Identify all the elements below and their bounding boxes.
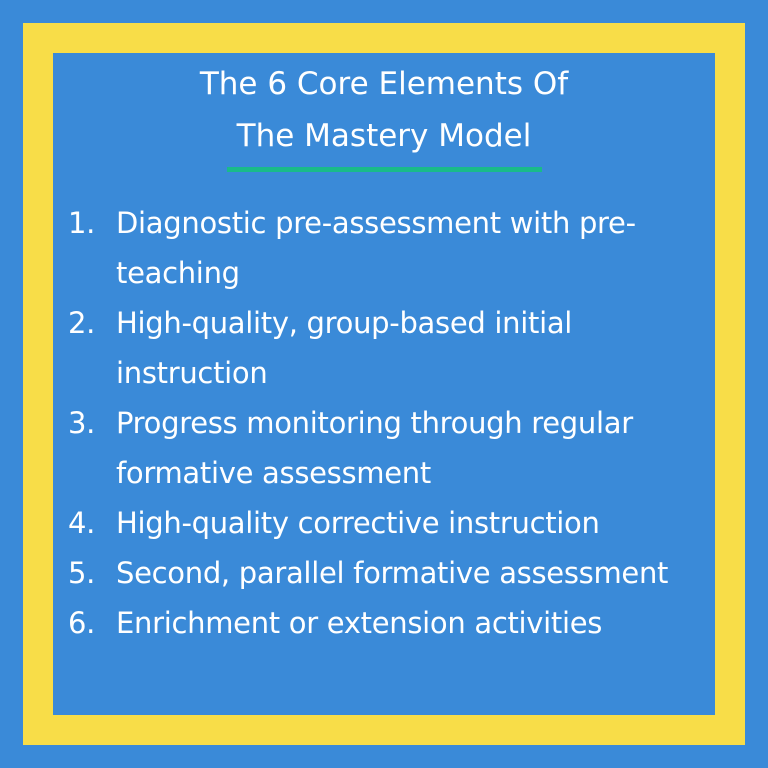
list-item: 3. Progress monitoring through regular fo… bbox=[68, 398, 708, 498]
inner-panel bbox=[53, 53, 715, 715]
list-item: 6. Enrichment or extension activities bbox=[68, 598, 708, 648]
title-line-2: The Mastery Model bbox=[236, 118, 532, 154]
item-number: 5. bbox=[68, 556, 96, 590]
item-text: Progress monitoring through regular form… bbox=[116, 406, 633, 490]
item-text: High-quality corrective instruction bbox=[116, 506, 600, 540]
item-text: Second, parallel formative assessment bbox=[116, 556, 669, 590]
list-item: 4. High-quality corrective instruction bbox=[68, 498, 708, 548]
elements-list: 1. Diagnostic pre-assessment with pre-tea… bbox=[68, 198, 708, 648]
list-item: 2. High-quality, group-based initial inst… bbox=[68, 298, 708, 398]
item-number: 4. bbox=[68, 506, 96, 540]
item-text: Diagnostic pre-assessment with pre-teach… bbox=[116, 206, 636, 290]
item-number: 6. bbox=[68, 606, 96, 640]
list-item: 5. Second, parallel formative assessment bbox=[68, 548, 708, 598]
item-text: Enrichment or extension activities bbox=[116, 606, 603, 640]
item-number: 2. bbox=[68, 306, 96, 340]
list-item: 1. Diagnostic pre-assessment with pre-tea… bbox=[68, 198, 708, 298]
title-line-1: The 6 Core Elements Of bbox=[199, 66, 569, 102]
item-number: 1. bbox=[68, 206, 96, 240]
item-number: 3. bbox=[68, 406, 96, 440]
item-text: High-quality, group-based initial instru… bbox=[116, 306, 573, 390]
title-underline bbox=[227, 167, 542, 172]
